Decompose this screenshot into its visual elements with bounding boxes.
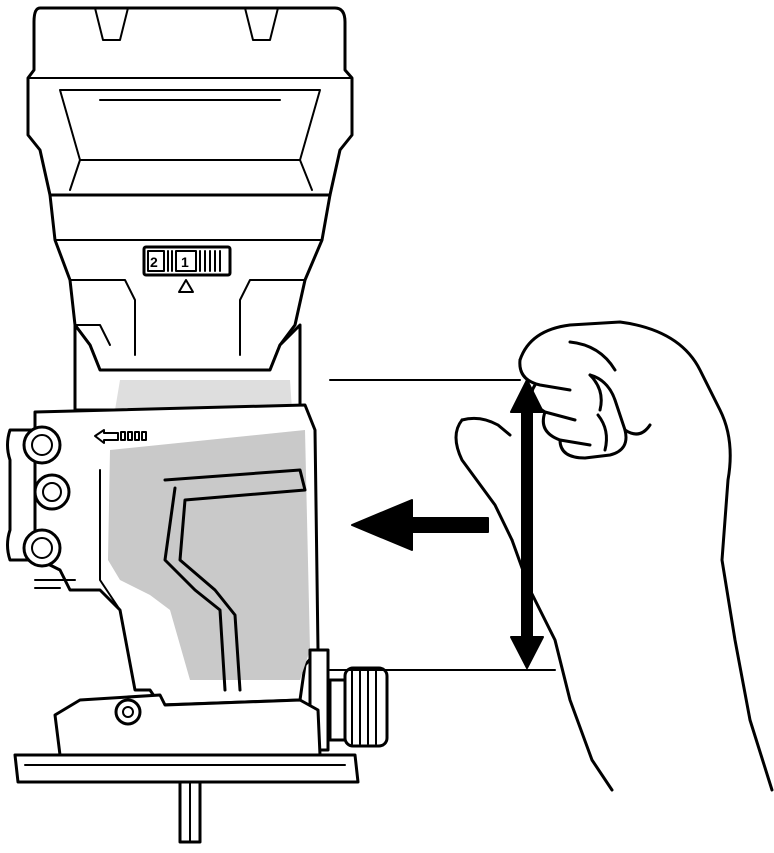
depth-adjust-knob	[308, 648, 389, 752]
grip-range-arrow-icon	[510, 379, 544, 669]
battery-pack	[26, 6, 354, 197]
dial-label-2: 2	[150, 254, 158, 270]
rotation-direction-arrow-icon	[94, 429, 147, 444]
dial-index-triangle-icon	[178, 279, 194, 293]
router-body	[33, 403, 320, 707]
neck-column	[73, 323, 302, 412]
speed-dial: 2 1	[142, 245, 232, 293]
hand	[454, 320, 774, 792]
dial-label-1: 1	[181, 254, 189, 270]
side-clamp	[6, 425, 76, 589]
range-guide-lines	[329, 379, 556, 671]
router-base	[13, 693, 360, 844]
push-direction-arrow-icon	[351, 499, 489, 551]
